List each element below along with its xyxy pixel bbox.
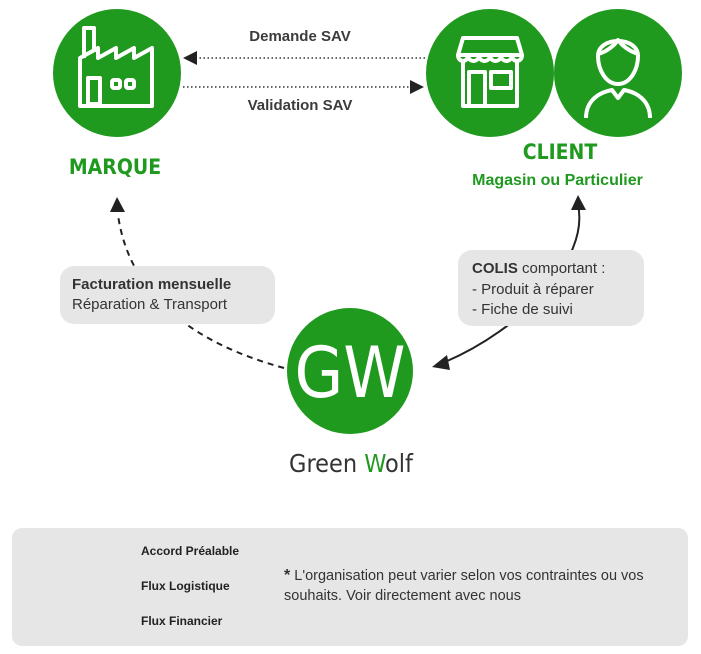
label-demande-sav: Demande SAV — [249, 28, 351, 45]
greenwolf-name-part1: Green — [289, 449, 365, 478]
person-icon — [584, 38, 652, 119]
colis-line-2: - Fiche de suivi — [472, 301, 573, 318]
colis-title-rest: comportant : — [517, 260, 606, 277]
facturation-line: Réparation & Transport — [72, 296, 228, 313]
gw-logo-text: GW — [294, 332, 405, 414]
client-subtitle: Magasin ou Particulier — [472, 172, 643, 189]
legend-note: * L'organisation peut varier selon vos c… — [284, 566, 684, 606]
colis-title: COLIS — [472, 260, 518, 277]
legend-accord: Accord Préalable — [141, 544, 240, 558]
marque-title: MARQUE — [68, 155, 162, 179]
legend-box — [12, 528, 688, 646]
colis-bubble: COLIS comportant : - Produit à réparer -… — [458, 250, 644, 326]
greenwolf-name: Green Wolf — [276, 449, 426, 478]
facturation-bubble: Facturation mensuelle Réparation & Trans… — [60, 266, 275, 324]
legend-financier: Flux Financier — [141, 614, 223, 628]
note-text: L'organisation peut varier selon vos con… — [284, 568, 644, 604]
flow-demande-sav — [183, 51, 425, 65]
colis-line-1: - Produit à réparer — [472, 281, 594, 298]
facturation-title: Facturation mensuelle — [72, 276, 232, 293]
note-star: * — [284, 567, 291, 584]
greenwolf-node: GW — [287, 308, 413, 434]
factory-icon — [78, 26, 154, 108]
legend-logistique: Flux Logistique — [141, 579, 230, 593]
greenwolf-name-part2: olf — [385, 449, 413, 478]
shop-icon — [456, 36, 524, 108]
label-validation-sav: Validation SAV — [247, 97, 353, 114]
client-title: CLIENT — [522, 140, 598, 164]
greenwolf-name-accent: W — [364, 449, 386, 478]
client-shop-node — [426, 9, 554, 137]
marque-node — [53, 9, 181, 137]
flow-validation-sav — [183, 80, 424, 94]
client-person-node — [554, 9, 682, 137]
